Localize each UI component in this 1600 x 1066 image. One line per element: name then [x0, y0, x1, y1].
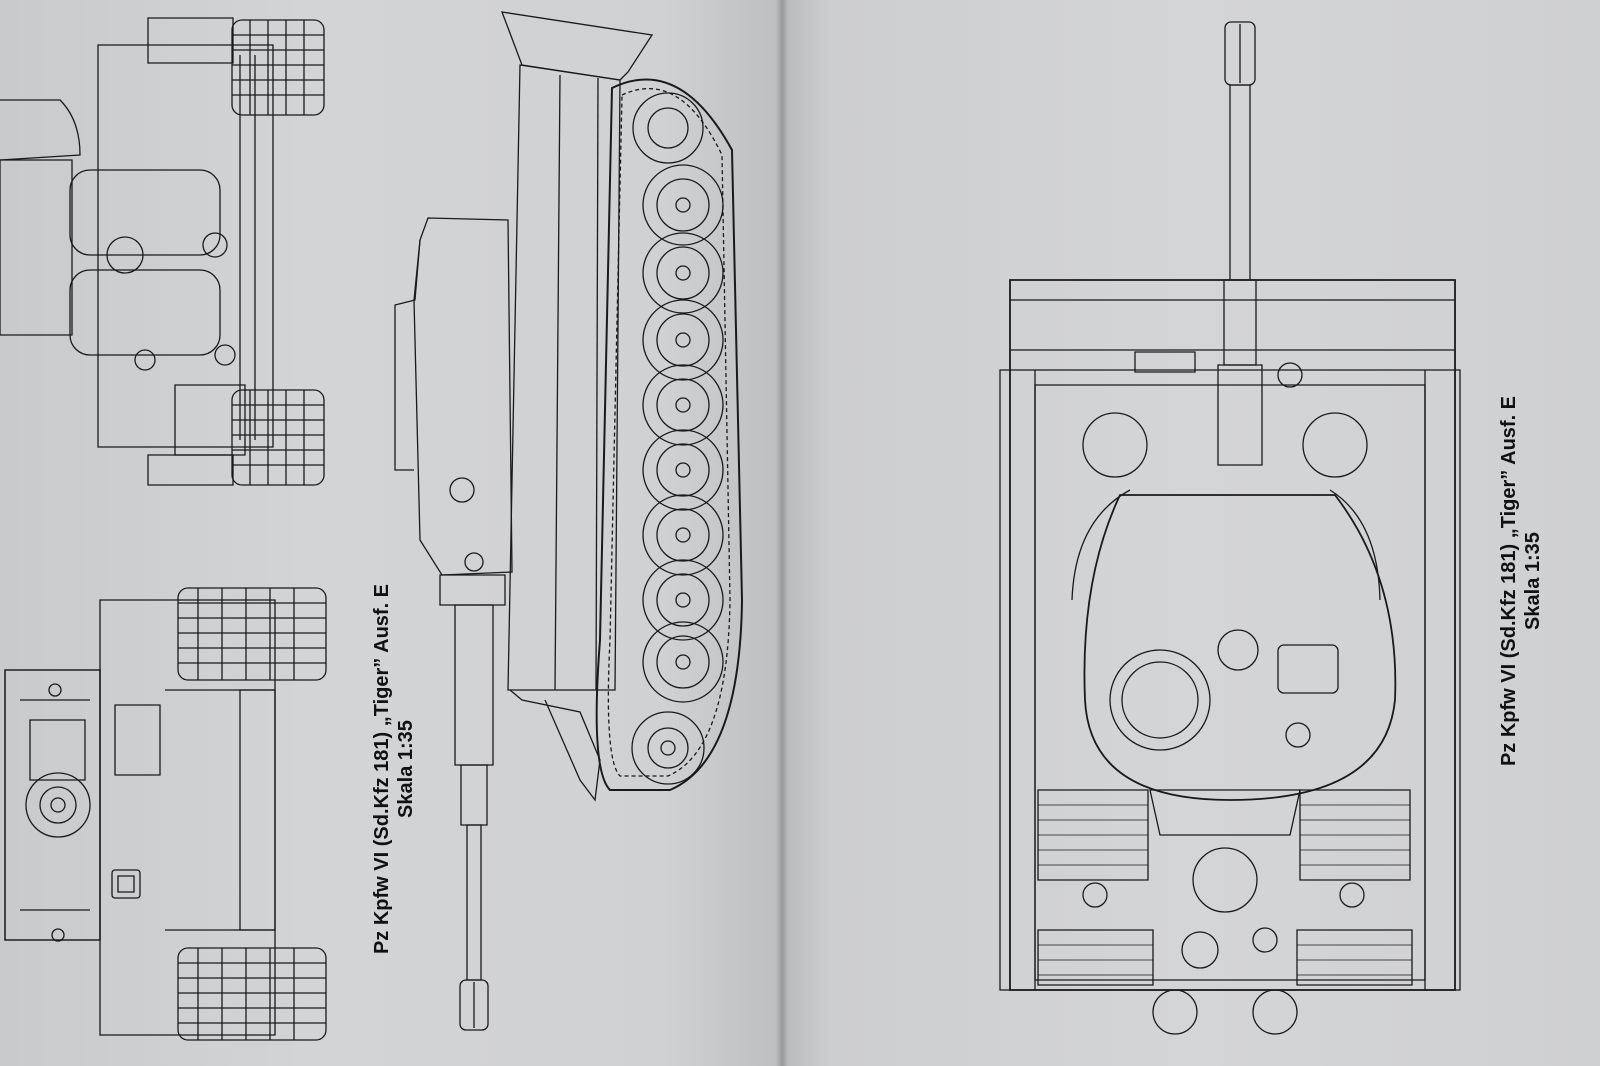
left-page	[0, 0, 782, 1066]
left-page-caption: Pz Kpfw VI (Sd.Kfz 181) „Tiger” Ausf. E …	[370, 559, 420, 979]
book-gutter	[776, 0, 788, 1066]
side-view-roadwheels	[643, 165, 723, 702]
left-caption-title: Pz Kpfw VI (Sd.Kfz 181) „Tiger” Ausf. E	[371, 583, 393, 955]
right-page	[782, 0, 1600, 1066]
rear-track-upper	[232, 20, 324, 485]
side-view-track	[597, 79, 742, 790]
right-page-caption: Pz Kpfw VI (Sd.Kfz 181) „Tiger” Ausf. E …	[1497, 371, 1547, 791]
rear-view-drawing	[0, 18, 273, 485]
top-view-turret	[1072, 490, 1395, 835]
side-view-turret	[395, 218, 512, 605]
front-view-drawing	[5, 600, 275, 1035]
right-caption-scale: Skala 1:35	[1522, 532, 1544, 630]
right-caption-title: Pz Kpfw VI (Sd.Kfz 181) „Tiger” Ausf. E	[1498, 395, 1520, 767]
top-view-hull	[1000, 280, 1460, 1034]
side-view-hull	[502, 12, 652, 800]
front-track-lower	[178, 588, 326, 1040]
side-view-gun	[455, 605, 493, 1030]
left-caption-scale: Skala 1:35	[395, 720, 417, 818]
top-view-gun	[1218, 22, 1262, 465]
